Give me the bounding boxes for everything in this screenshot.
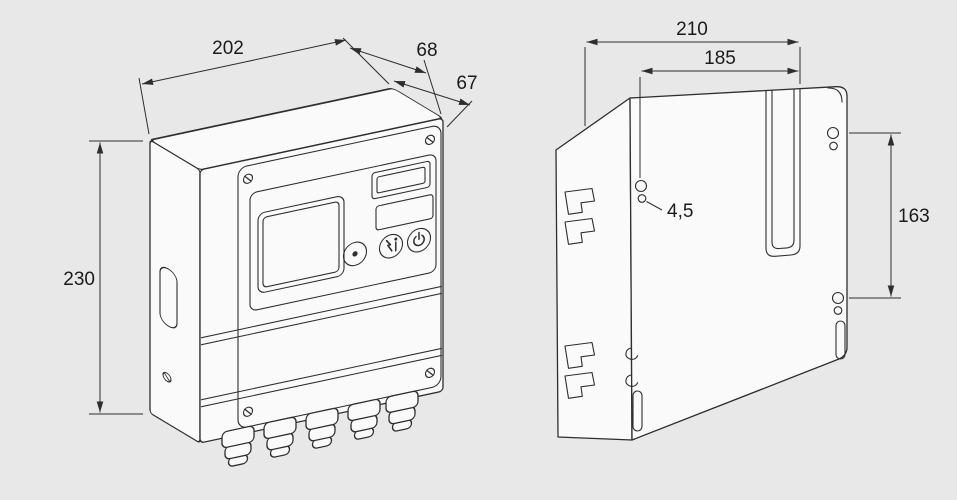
dim-front-depth-outer: 68 — [349, 40, 442, 115]
hook-icon — [625, 347, 639, 360]
hinge-clip-icon — [564, 341, 596, 369]
dim-front-height-label: 230 — [63, 269, 95, 290]
reset-info-button — [378, 233, 404, 259]
lcd-glass — [376, 166, 426, 194]
screw-icon — [424, 367, 436, 379]
dim-front-depth-housing: 67 — [393, 73, 478, 128]
mounting-keyhole-icon — [829, 141, 838, 151]
dim-rear-hole-spacing-horizontal-label: 185 — [704, 48, 736, 69]
front-view: 230 202 68 67 — [63, 37, 478, 467]
display-window — [257, 196, 345, 293]
hook-icon — [625, 374, 639, 387]
dim-rear-hole-spacing-vertical: 163 — [849, 132, 930, 299]
cable-gland — [305, 407, 339, 449]
cover-seam-lines — [200, 285, 443, 408]
screw-icon — [242, 406, 254, 417]
control-panel — [249, 154, 437, 311]
dim-front-depth-housing-label: 67 — [456, 73, 477, 94]
screw-icon — [424, 134, 436, 146]
mounting-keyhole-icon — [831, 291, 845, 305]
side-face — [149, 140, 201, 443]
screw-slot — [244, 175, 252, 182]
dim-rear-overall-width: 210 — [584, 19, 801, 126]
power-button — [406, 227, 432, 253]
callout-hole-diameter: 4,5 — [646, 201, 693, 222]
lcd-readout — [371, 160, 431, 200]
dot-button-icon — [352, 251, 358, 257]
corner-flange-line — [827, 87, 843, 103]
dim-rear-hole-spacing-horizontal: 185 — [639, 48, 799, 178]
hinge-clip-icon — [564, 217, 596, 245]
cable-gland — [347, 398, 381, 440]
cable-glands — [221, 390, 419, 467]
dim-rear-overall-width-label: 210 — [676, 19, 708, 40]
mounting-holes — [634, 126, 845, 315]
dim-rear-hole-spacing-vertical-label: 163 — [898, 206, 930, 227]
nameplate — [375, 194, 434, 231]
button-row — [342, 227, 432, 267]
door-outline — [237, 125, 442, 428]
callout-hole-diameter-label: 4,5 — [667, 201, 693, 222]
dot-button — [342, 241, 368, 267]
cable-slot-icon — [765, 88, 801, 257]
hinge-clips — [564, 187, 596, 399]
mounting-keyhole-icon — [637, 194, 647, 203]
screw-slot — [426, 136, 434, 143]
mounting-keyhole-icon — [634, 179, 648, 193]
cable-gland — [385, 390, 419, 432]
dim-front-height: 230 — [63, 140, 143, 415]
screw-slot — [426, 369, 434, 376]
bottom-fixing-features — [625, 320, 846, 432]
cable-gland — [221, 425, 255, 467]
reset-info-icon — [385, 237, 398, 252]
cable-gland — [263, 416, 297, 458]
rear-view: 210 185 163 4,5 — [555, 19, 930, 441]
fixing-slot — [632, 390, 643, 432]
side-screw-icon — [162, 371, 172, 383]
side-screw-slot — [163, 372, 171, 383]
hinge-clip-icon — [564, 187, 596, 215]
mounting-keyhole-icon — [833, 306, 843, 315]
front-view-front-face — [199, 118, 444, 467]
dim-front-width: 202 — [138, 37, 390, 135]
display-glass — [262, 201, 340, 288]
screw-slot — [244, 408, 252, 415]
door-screws — [242, 134, 436, 417]
dim-front-width-label: 202 — [212, 38, 244, 59]
power-icon — [413, 231, 425, 247]
front-view-side-face — [149, 140, 201, 443]
rear-back-face — [629, 86, 848, 441]
screw-icon — [242, 173, 254, 184]
hinge-clip-icon — [564, 371, 596, 399]
mounting-keyhole-icon — [826, 126, 840, 140]
fixing-slot — [835, 320, 846, 360]
dim-front-depth-outer-label: 68 — [416, 40, 437, 61]
side-label-slot — [159, 266, 178, 329]
